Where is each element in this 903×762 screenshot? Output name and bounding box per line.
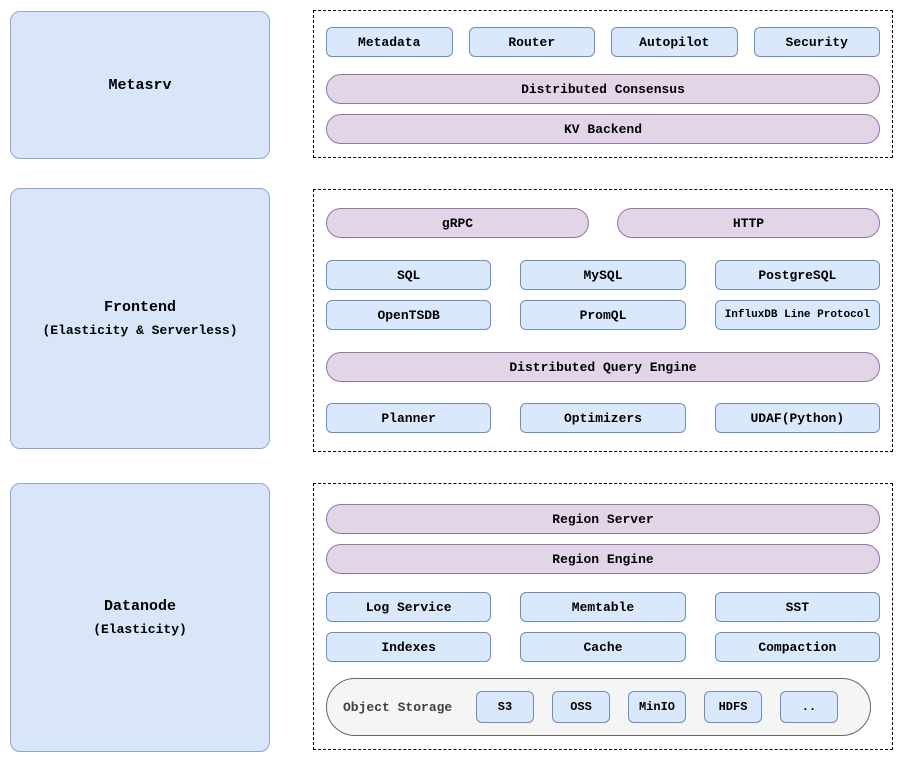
node-sql: SQL (326, 260, 492, 290)
datanode-components-row2: Indexes Cache Compaction (326, 632, 880, 662)
node-compaction: Compaction (714, 632, 880, 662)
node-metadata: Metadata (326, 27, 453, 57)
frontend-container: gRPC HTTP SQL MySQL PostgreSQL OpenTSDB … (313, 189, 893, 452)
node-autopilot: Autopilot (611, 27, 738, 57)
section-metasrv-box: Metasrv (10, 11, 270, 159)
datanode-components-row1: Log Service Memtable SST (326, 592, 880, 622)
frontend-engine-components-row: Planner Optimizers UDAF(Python) (326, 403, 880, 433)
datanode-container: Region Server Region Engine Log Service … (313, 483, 893, 750)
node-minio: MinIO (628, 691, 686, 723)
node-udaf-python: UDAF(Python) (714, 403, 880, 433)
node-influxdb-line-protocol: InfluxDB Line Protocol (714, 300, 880, 330)
datanode-label: Datanode (103, 598, 176, 615)
section-datanode-box: Datanode (Elasticity) (10, 483, 270, 752)
node-log-service: Log Service (326, 592, 492, 622)
frontend-protocols-row2: OpenTSDB PromQL InfluxDB Line Protocol (326, 300, 880, 330)
pill-http: HTTP (617, 208, 880, 238)
pill-grpc: gRPC (326, 208, 589, 238)
pill-region-engine: Region Engine (326, 544, 880, 574)
section-frontend-box: Frontend (Elasticity & Serverless) (10, 188, 270, 449)
node-opentsdb: OpenTSDB (326, 300, 492, 330)
metasrv-container: Metadata Router Autopilot Security Distr… (313, 10, 893, 158)
node-memtable: Memtable (520, 592, 686, 622)
node-more: .. (780, 691, 838, 723)
node-hdfs: HDFS (704, 691, 762, 723)
node-postgresql: PostgreSQL (714, 260, 880, 290)
node-mysql: MySQL (520, 260, 686, 290)
node-indexes: Indexes (326, 632, 492, 662)
metasrv-services-row: Metadata Router Autopilot Security (326, 27, 880, 57)
frontend-protocols-row1: SQL MySQL PostgreSQL (326, 260, 880, 290)
pill-distributed-query-engine: Distributed Query Engine (326, 352, 880, 382)
frontend-label: Frontend (103, 299, 176, 316)
node-promql: PromQL (520, 300, 686, 330)
metasrv-label: Metasrv (108, 76, 172, 94)
node-router: Router (468, 27, 595, 57)
pill-kv-backend: KV Backend (326, 114, 880, 144)
node-s3: S3 (476, 691, 534, 723)
node-cache: Cache (520, 632, 686, 662)
pill-region-server: Region Server (326, 504, 880, 534)
object-storage-label: Object Storage (343, 699, 453, 715)
pill-distributed-consensus: Distributed Consensus (326, 74, 880, 104)
frontend-transport-row: gRPC HTTP (326, 208, 880, 238)
object-storage-group: Object Storage S3 OSS MinIO HDFS .. (326, 678, 871, 736)
datanode-sublabel: (Elasticity) (93, 622, 187, 637)
node-security: Security (753, 27, 880, 57)
node-sst: SST (714, 592, 880, 622)
node-oss: OSS (552, 691, 610, 723)
node-optimizers: Optimizers (520, 403, 686, 433)
node-planner: Planner (326, 403, 492, 433)
frontend-sublabel: (Elasticity & Serverless) (42, 323, 238, 338)
object-storage-backends: S3 OSS MinIO HDFS .. (476, 691, 838, 723)
